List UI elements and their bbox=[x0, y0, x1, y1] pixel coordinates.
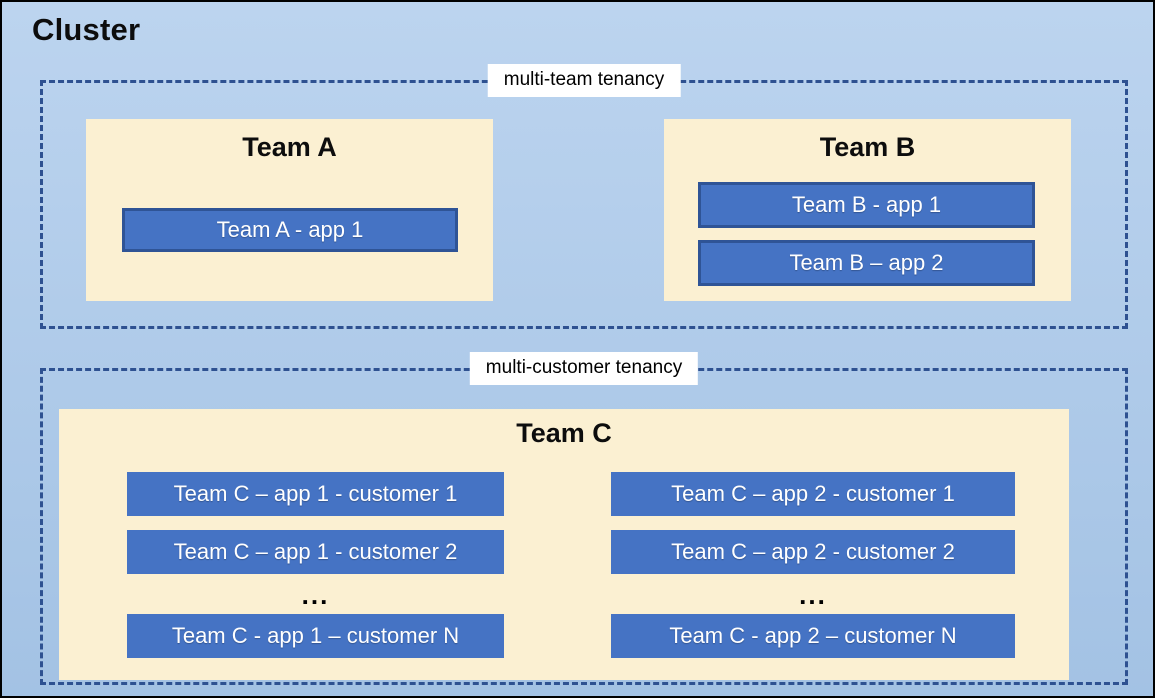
team-c-box: Team C Team C – app 1 - customer 1 Team … bbox=[59, 409, 1069, 680]
team-c-title: Team C bbox=[516, 418, 612, 448]
team-a-app-1-box: Team A - app 1 bbox=[122, 208, 458, 252]
cluster-title: Cluster bbox=[32, 12, 141, 47]
team-c-app2-customer2-box: Team C – app 2 - customer 2 bbox=[611, 530, 1015, 574]
team-c-app1-customer2-box: Team C – app 1 - customer 2 bbox=[127, 530, 504, 574]
team-c-app1-ellipsis: ... bbox=[301, 579, 330, 610]
team-b-app-1-box: Team B - app 1 bbox=[698, 182, 1035, 228]
team-b-box: Team B Team B - app 1 Team B – app 2 bbox=[664, 119, 1071, 301]
team-b-title: Team B bbox=[819, 132, 916, 162]
team-b-app-2-box: Team B – app 2 bbox=[698, 240, 1035, 286]
section-multi-customer-tenancy: multi-customer tenancy Team C Team C – a… bbox=[40, 352, 1128, 685]
team-c-app2-customer1-box: Team C – app 2 - customer 1 bbox=[611, 472, 1015, 516]
section-label-multi-team: multi-team tenancy bbox=[487, 64, 681, 97]
team-a-title: Team A bbox=[242, 132, 337, 162]
section-label-multi-customer: multi-customer tenancy bbox=[469, 352, 699, 385]
team-c-app1-customer1-box: Team C – app 1 - customer 1 bbox=[127, 472, 504, 516]
team-c-app2-customerN-box: Team C - app 2 – customer N bbox=[611, 614, 1015, 658]
section-multi-team-tenancy: multi-team tenancy Team A Team A - app 1… bbox=[40, 64, 1128, 329]
team-c-app1-customerN-box: Team C - app 1 – customer N bbox=[127, 614, 504, 658]
team-a-box: Team A Team A - app 1 bbox=[86, 119, 493, 301]
team-c-app2-ellipsis: ... bbox=[799, 579, 827, 610]
